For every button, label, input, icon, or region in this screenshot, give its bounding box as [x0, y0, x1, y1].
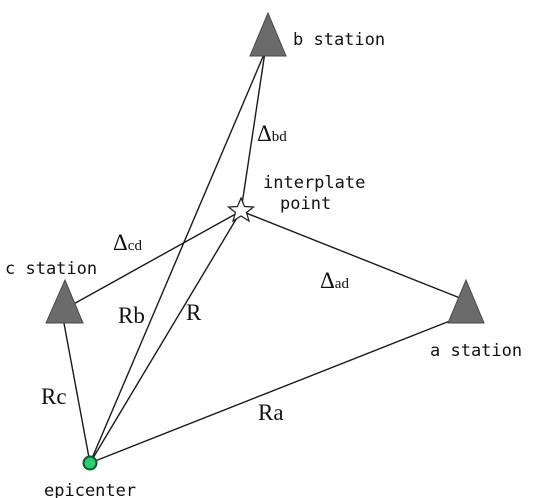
distance-label-ra: Ra: [258, 400, 284, 425]
interplate-to-b-station-line: [240, 51, 266, 212]
a-station-icon: [447, 278, 485, 324]
b-station-icon: [249, 11, 287, 57]
c-station-label: c station: [5, 259, 97, 279]
interplate-star-icon: [226, 196, 256, 223]
delta-label-cd: Δcd: [113, 230, 142, 255]
interplate-to-c-station-line: [69, 210, 242, 307]
delta-cd-symbol: Δ: [113, 230, 128, 255]
interplate-label-line2: point: [280, 194, 331, 214]
epicenter-to-interplate-line: [89, 210, 242, 464]
distance-label-r: R: [186, 300, 202, 325]
distance-label-rc: Rc: [41, 384, 67, 409]
epicenter-to-c-station-line: [62, 317, 91, 464]
delta-label-ad: Δad: [320, 268, 349, 293]
epicenter-to-a-station-line: [89, 314, 466, 464]
epicenter-label: epicenter: [44, 481, 136, 498]
distance-label-rb: Rb: [118, 303, 145, 328]
a-station-label: a station: [430, 341, 522, 361]
interplate-to-a-station-line: [240, 210, 466, 301]
delta-bd-sub: bd: [272, 129, 288, 145]
delta-ad-symbol: Δ: [320, 268, 335, 293]
delta-ad-sub: ad: [335, 276, 350, 292]
c-station-icon: [45, 278, 84, 324]
b-station-label: b station: [293, 30, 385, 50]
interplate-label-line1: interplate: [263, 173, 365, 193]
delta-bd-symbol: Δ: [257, 121, 272, 146]
epicenter-to-b-station-line: [89, 51, 266, 464]
delta-cd-sub: cd: [128, 238, 143, 254]
epicenter-icon: [82, 455, 98, 471]
delta-label-bd: Δbd: [257, 121, 287, 146]
